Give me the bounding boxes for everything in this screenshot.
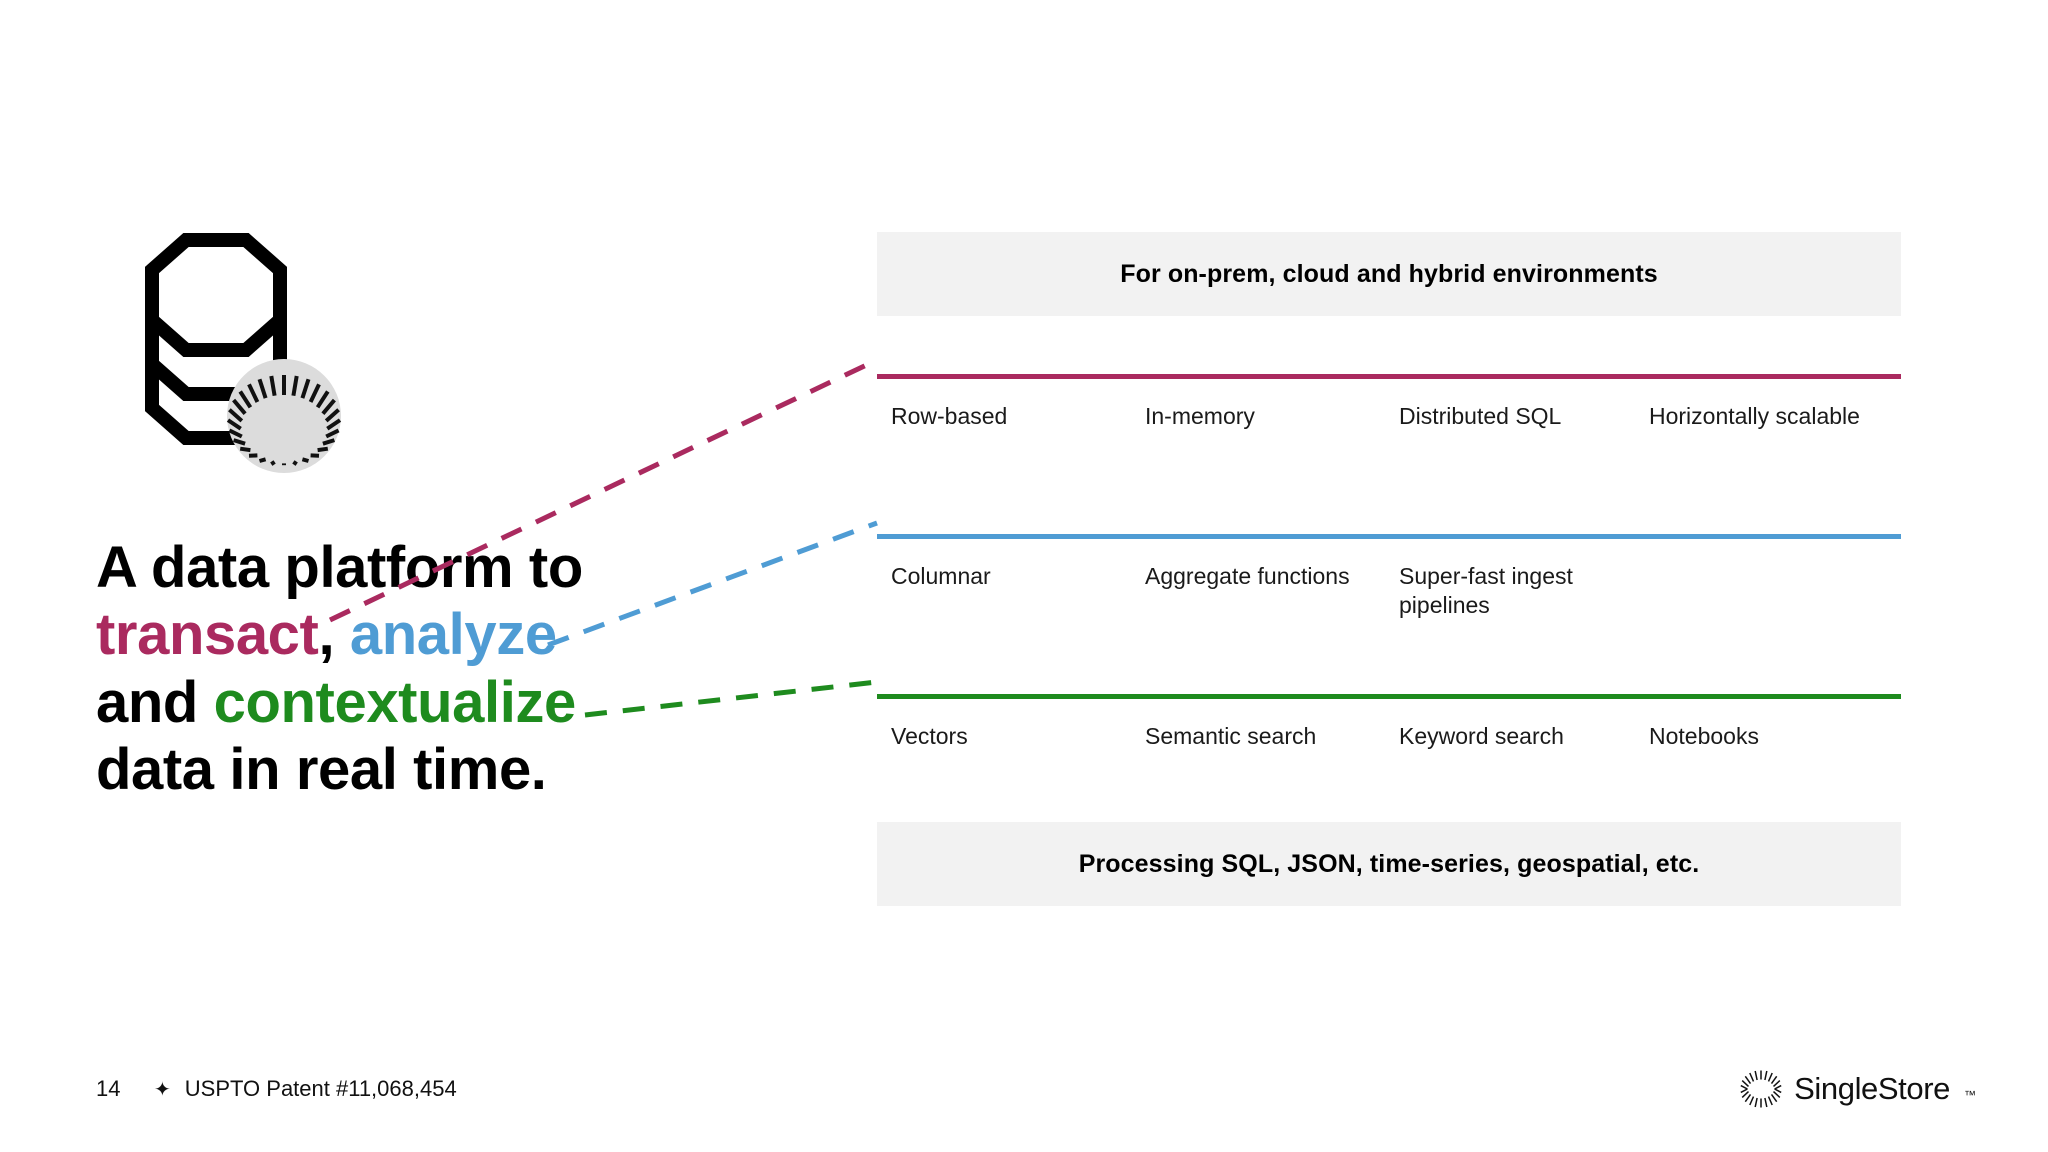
capability-item: Distributed SQL bbox=[1399, 403, 1562, 429]
processing-band-label: Processing SQL, JSON, time-series, geosp… bbox=[1078, 849, 1700, 878]
diamond-star-icon: ✦ bbox=[154, 1078, 171, 1101]
capability-item: Keyword search bbox=[1399, 723, 1564, 749]
headline-word-and: and bbox=[96, 669, 198, 735]
headline-word-contextualize: contextualize bbox=[213, 669, 577, 735]
headline-line-3: and contextualize bbox=[96, 669, 736, 736]
panel-spacer-top bbox=[877, 316, 1901, 374]
singlestore-sunburst-icon bbox=[1740, 1068, 1782, 1110]
capability-row-analyze: Columnar Aggregate functions Super-fast … bbox=[877, 534, 1901, 694]
headline-comma: , bbox=[318, 602, 335, 668]
processing-band: Processing SQL, JSON, time-series, geosp… bbox=[877, 822, 1901, 906]
headline-line-2: transact, analyze bbox=[96, 601, 736, 668]
capability-item: Vectors bbox=[891, 723, 968, 749]
deployment-band-label: For on-prem, cloud and hybrid environmen… bbox=[1120, 259, 1658, 288]
footer-left: 14 ✦ USPTO Patent #11,068,454 bbox=[96, 1076, 457, 1102]
patent-notice: USPTO Patent #11,068,454 bbox=[184, 1076, 457, 1101]
capability-item: Semantic search bbox=[1145, 723, 1317, 749]
page-number: 14 bbox=[96, 1076, 121, 1101]
database-platform-icon bbox=[100, 232, 350, 497]
capability-item: In-memory bbox=[1145, 403, 1255, 429]
brand-name: SingleStore bbox=[1794, 1071, 1950, 1106]
headline-word-analyze: analyze bbox=[349, 602, 557, 668]
capabilities-panel: For on-prem, cloud and hybrid environmen… bbox=[877, 232, 1901, 906]
capability-item: Row-based bbox=[891, 403, 1008, 429]
headline-line-1: A data platform to bbox=[96, 534, 736, 601]
row-accent-rule-blue bbox=[877, 534, 1901, 539]
capability-row-contextualize: Vectors Semantic search Keyword search N… bbox=[877, 694, 1901, 822]
headline-text-4: data in real time. bbox=[96, 736, 547, 802]
singlestore-logo: SingleStore ™ bbox=[1740, 1068, 1976, 1110]
headline: A data platform to transact, analyze and… bbox=[96, 534, 736, 803]
capability-item: Aggregate functions bbox=[1145, 563, 1350, 589]
headline-word-transact: transact bbox=[96, 602, 319, 668]
capability-item: Super-fast ingest pipelines bbox=[1399, 563, 1573, 618]
deployment-band: For on-prem, cloud and hybrid environmen… bbox=[877, 232, 1901, 316]
row-accent-rule-green bbox=[877, 694, 1901, 699]
headline-line-4: data in real time. bbox=[96, 736, 736, 803]
headline-text-1: A data platform to bbox=[96, 535, 583, 600]
capability-item: Columnar bbox=[891, 563, 991, 589]
trademark-symbol: ™ bbox=[1964, 1088, 1976, 1102]
capability-item: Horizontally scalable bbox=[1649, 403, 1860, 429]
row-accent-rule-crimson bbox=[877, 374, 1901, 379]
capability-item: Notebooks bbox=[1649, 723, 1759, 749]
capability-row-transact: Row-based In-memory Distributed SQL Hori… bbox=[877, 374, 1901, 534]
